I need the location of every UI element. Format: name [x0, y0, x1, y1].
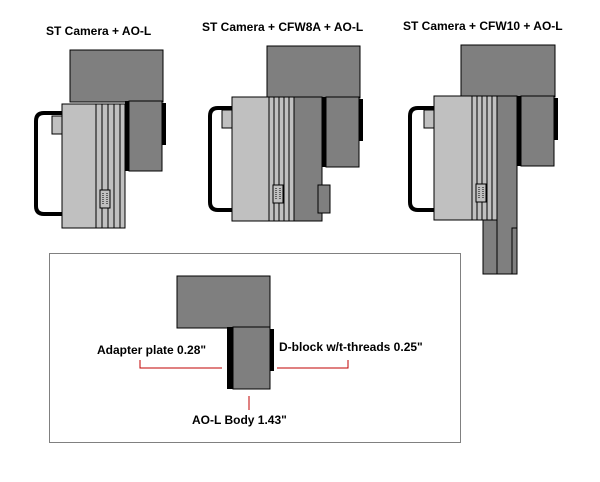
d-block — [162, 103, 166, 145]
cfw10-edge — [511, 227, 518, 275]
adapter-plate — [322, 97, 326, 167]
detail-d-block — [270, 329, 274, 371]
label-d-block: D-block w/t-threads 0.25" — [279, 340, 423, 354]
camera-fin — [101, 103, 109, 229]
serial-port — [272, 184, 284, 204]
adapter-plate — [125, 101, 129, 171]
camera-fin — [288, 96, 295, 222]
camera-body — [231, 96, 270, 222]
config-3-drawing — [408, 44, 558, 275]
adapter-plate — [517, 96, 521, 166]
label-adapter-plate: Adapter plate 0.28" — [97, 343, 207, 357]
leader-d-block — [277, 360, 349, 369]
leader-adapter-plate — [139, 360, 222, 369]
detail-adapter-plate — [227, 327, 233, 389]
detail-aol-body — [232, 326, 271, 390]
camera-body — [61, 103, 97, 229]
label-aol-body: AO-L Body 1.43" — [192, 413, 287, 427]
aol-body — [128, 100, 163, 172]
cable-loop — [408, 106, 436, 212]
title-st-camera-cfw10-aol: ST Camera + CFW10 + AO-L — [403, 19, 563, 33]
camera-fin — [107, 103, 115, 229]
aol-top-plate — [266, 45, 361, 99]
camera-fin — [486, 95, 493, 221]
cable-loop — [34, 111, 64, 216]
aol-top-plate — [69, 49, 164, 103]
title-st-camera-cfw8a-aol: ST Camera + CFW8A + AO-L — [202, 20, 364, 34]
camera-body — [433, 95, 473, 221]
detail-drawing — [176, 275, 274, 390]
aol-top-plate — [460, 44, 556, 98]
serial-port — [99, 189, 111, 209]
serial-port — [475, 183, 487, 203]
camera-fin — [95, 103, 103, 229]
config-2-drawing — [208, 45, 363, 222]
d-block — [359, 99, 363, 141]
camera-fin — [283, 96, 290, 222]
aol-body — [325, 96, 360, 168]
camera-fin — [119, 103, 126, 229]
camera-fin — [491, 95, 498, 221]
cfw8a-motor — [317, 184, 331, 214]
detail-aol-top-plate — [176, 275, 271, 329]
cable-loop — [208, 106, 232, 212]
camera-fin — [113, 103, 121, 229]
d-block — [554, 98, 558, 140]
aol-body — [520, 95, 555, 167]
title-st-camera-aol: ST Camera + AO-L — [46, 24, 152, 38]
config-1-drawing — [34, 49, 166, 229]
cfw8a-body — [293, 96, 323, 222]
